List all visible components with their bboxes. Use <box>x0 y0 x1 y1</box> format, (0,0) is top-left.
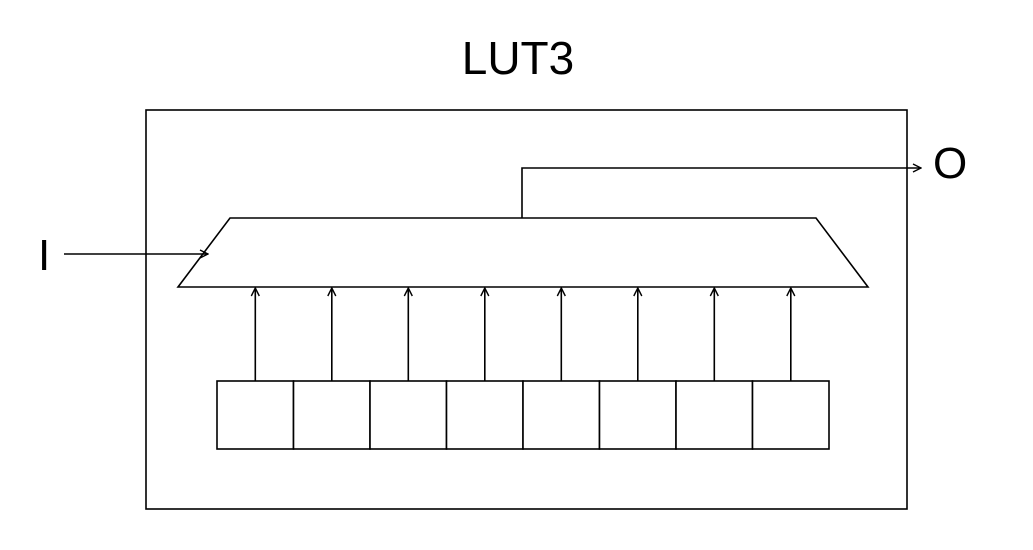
memory-cell <box>369 380 448 450</box>
memory-cell <box>598 380 677 450</box>
cell-to-mux-connectors <box>255 288 791 381</box>
lut-outer-box <box>145 109 908 510</box>
memory-cell <box>292 380 371 450</box>
memory-cell <box>445 380 524 450</box>
multiplexer-shape <box>176 217 870 288</box>
diagram-title: LUT3 <box>462 32 574 84</box>
memory-cell <box>216 380 295 450</box>
memory-cell <box>675 380 754 450</box>
input-port-label: I <box>38 231 50 280</box>
memory-cells <box>216 380 830 450</box>
output-wire <box>521 168 921 218</box>
memory-cell <box>751 380 830 450</box>
memory-cell <box>522 380 601 450</box>
output-port-label: O <box>933 139 967 188</box>
